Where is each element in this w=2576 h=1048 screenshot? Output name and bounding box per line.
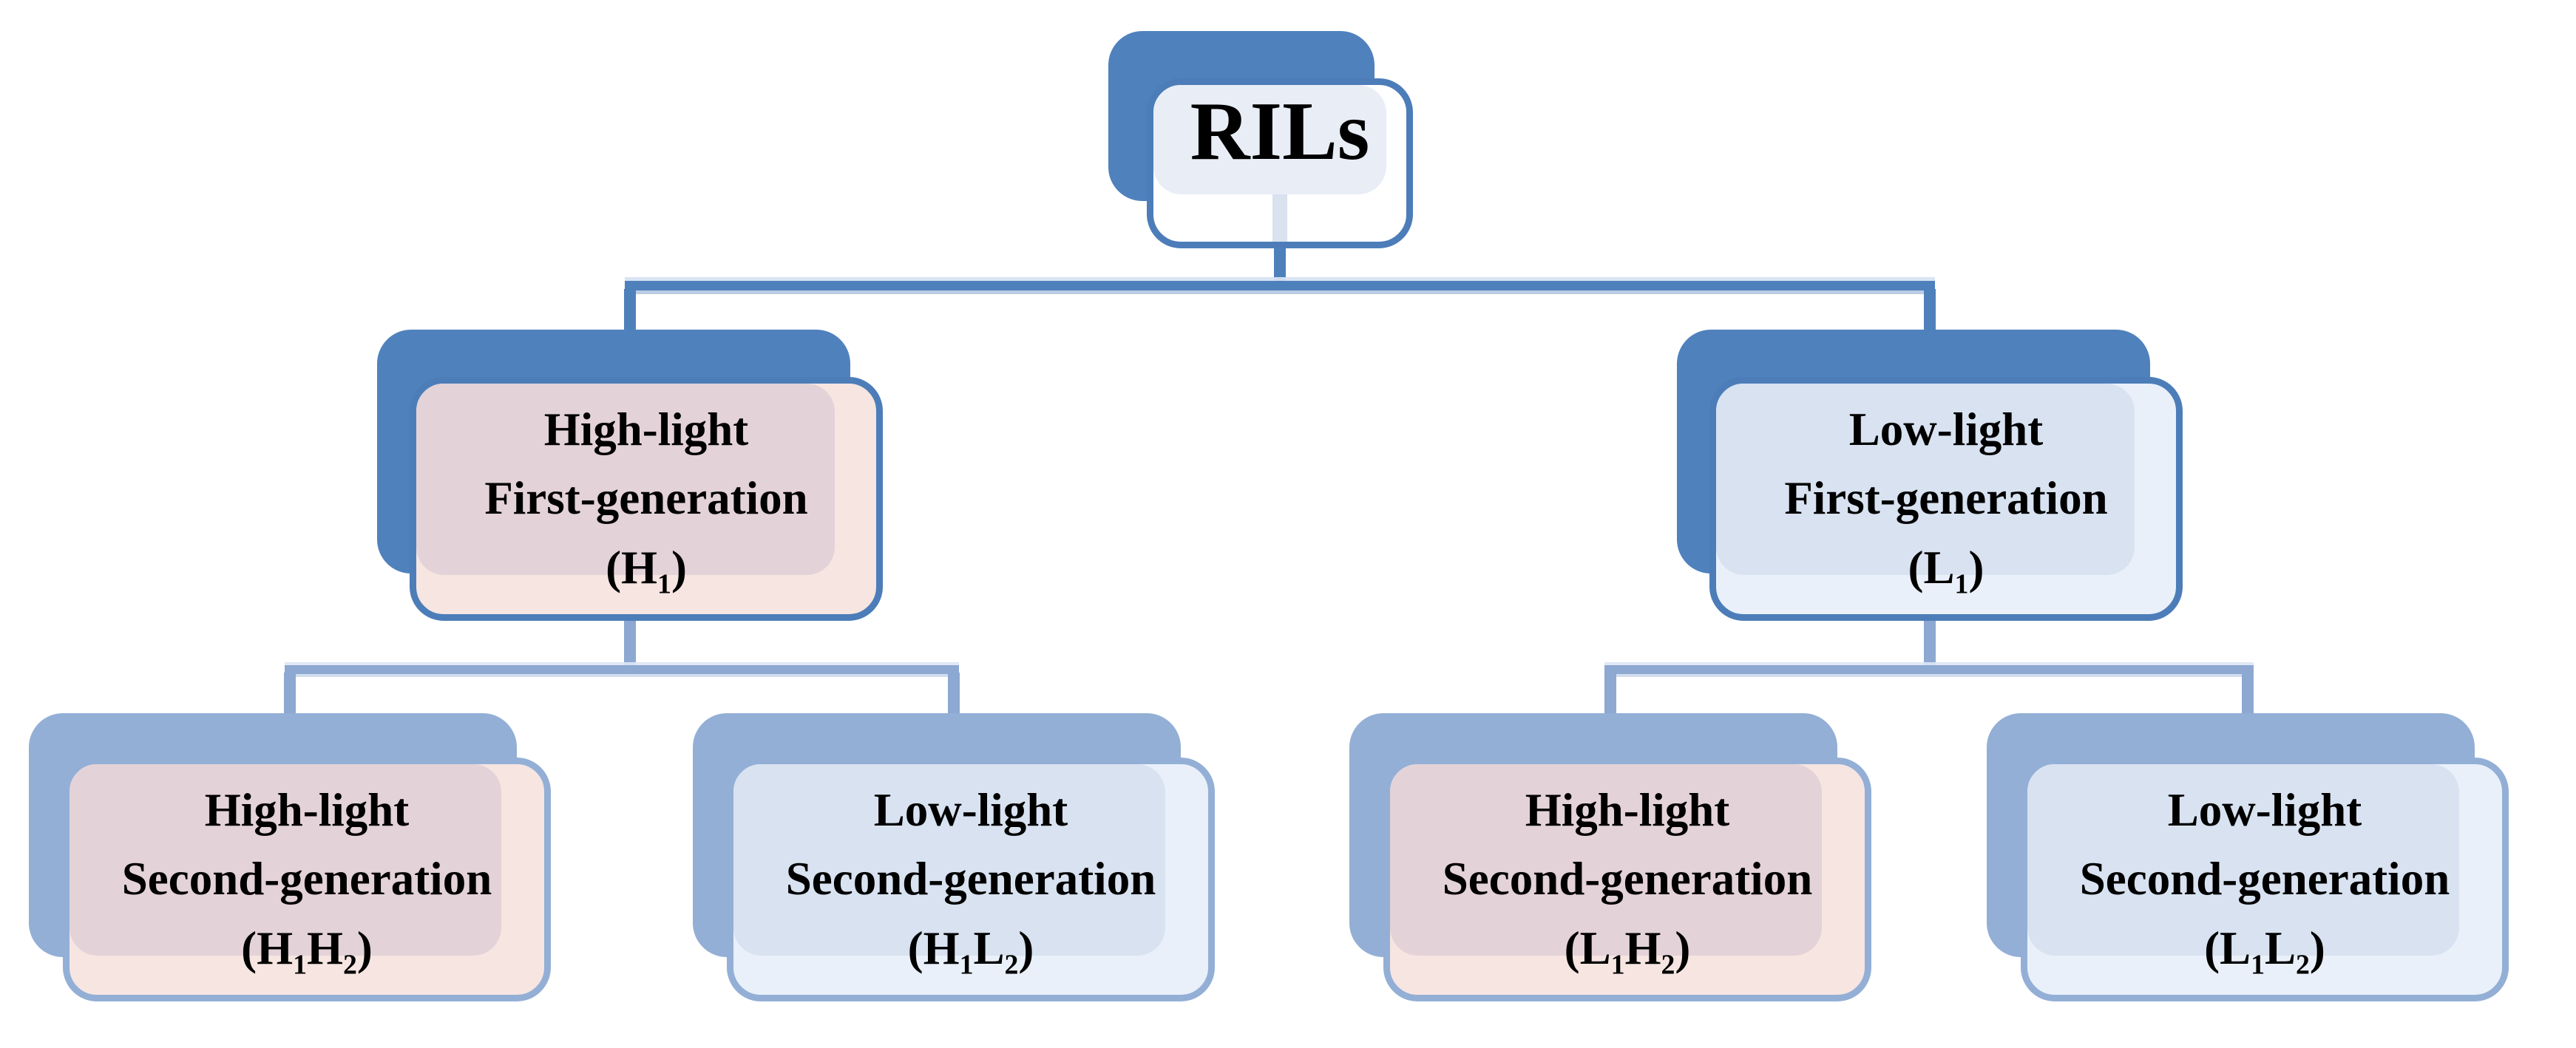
connector-low-first-stub <box>1924 621 1936 667</box>
node-label-line: High-light <box>1525 784 1730 837</box>
card: Low-light First-generation (L1) <box>1709 377 2183 621</box>
card: RILs <box>1147 78 1413 248</box>
node-label-line: First-generation <box>484 472 808 525</box>
node-label: RILs <box>1190 86 1370 178</box>
connector-level1-rail <box>625 281 1935 290</box>
connector-root-stub <box>1274 248 1286 285</box>
node-code: (H1) <box>606 541 687 600</box>
node-low-light-second-generation-h1l2: Low-light Second-generation (H1L2) <box>693 713 1215 1001</box>
node-low-light-second-generation-l1l2: Low-light Second-generation (L1L2) <box>1987 713 2509 1001</box>
node-code: (L1) <box>1908 541 1984 600</box>
node-code: (H1H2) <box>241 922 373 981</box>
node-label-line: First-generation <box>1784 472 2108 525</box>
node-label-line: Second-generation <box>121 853 492 905</box>
connector-level2-rail-left <box>285 665 959 674</box>
node-high-light-second-generation-h1h2: High-light Second-generation (H1H2) <box>29 713 551 1001</box>
node-low-light-first-generation: Low-light First-generation (L1) <box>1677 330 2183 621</box>
node-code: (H1L2) <box>907 922 1034 981</box>
node-rils: RILs <box>1108 31 1413 248</box>
node-label-line: Second-generation <box>1442 853 1813 905</box>
card-inner-panel <box>1716 384 2135 575</box>
connector-root-stub-inner <box>1272 194 1287 242</box>
card-inner-panel <box>2027 764 2460 956</box>
connector-level2-stub-l1l2 <box>2242 673 2254 715</box>
connector-level2-stub-l1h2 <box>1604 673 1616 715</box>
node-high-light-first-generation: High-light First-generation (H1) <box>377 330 883 621</box>
card-inner-panel <box>70 764 502 956</box>
connector-level1-stub-left <box>624 289 636 330</box>
connector-level1-stub-right <box>1924 289 1936 330</box>
connector-high-first-stub <box>624 621 636 667</box>
node-label-line: Second-generation <box>2079 853 2450 905</box>
card-inner-panel <box>1153 85 1386 195</box>
node-label-line: High-light <box>204 784 410 837</box>
node-label-line: High-light <box>543 404 749 456</box>
card-inner-panel <box>1390 764 1823 956</box>
connector-level2-stub-h1h2 <box>284 673 296 715</box>
connector-level2-rail-right <box>1604 665 2254 674</box>
node-label-line: Low-light <box>2167 784 2362 837</box>
node-label-line: Low-light <box>1848 404 2044 456</box>
card: High-light First-generation (H1) <box>410 377 883 621</box>
node-code: (L1L2) <box>2204 922 2325 981</box>
connector-level2-stub-h1l2 <box>948 673 960 715</box>
card-inner-panel <box>416 384 835 575</box>
card: High-light Second-generation (H1H2) <box>63 758 551 1001</box>
card: Low-light Second-generation (L1L2) <box>2021 758 2509 1001</box>
card-inner-panel <box>733 764 1166 956</box>
node-high-light-second-generation-l1h2: High-light Second-generation (L1H2) <box>1349 713 1871 1001</box>
card: Low-light Second-generation (H1L2) <box>727 758 1215 1001</box>
card: High-light Second-generation (L1H2) <box>1383 758 1871 1001</box>
node-label-line: Low-light <box>873 784 1068 837</box>
node-label-line: Second-generation <box>785 853 1156 905</box>
node-code: (L1H2) <box>1564 922 1691 981</box>
